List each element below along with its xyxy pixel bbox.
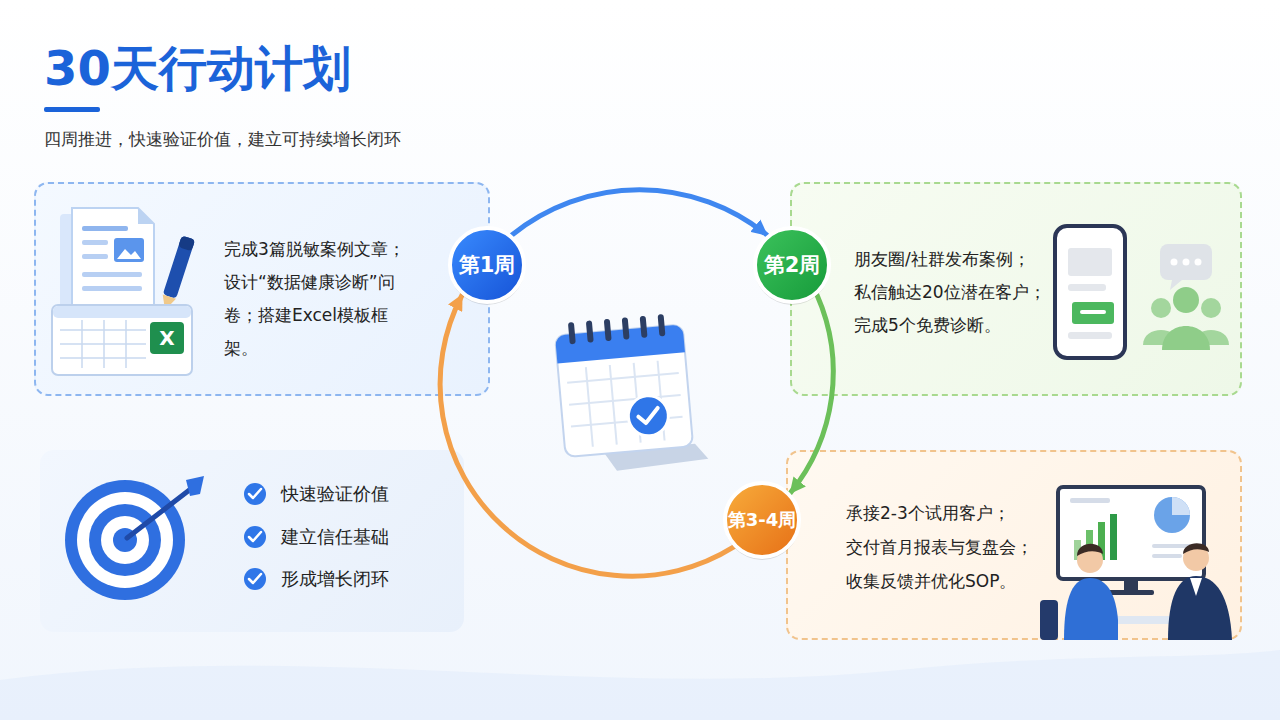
goal-panel: 快速验证价值建立信任基础形成增长闭环: [40, 450, 464, 632]
cycle-arrow: [512, 190, 767, 235]
calendar-icon-part: [569, 395, 681, 405]
calendar-icon-part: [622, 317, 630, 339]
title-underline: [44, 107, 100, 112]
excel-mark: X: [150, 322, 184, 354]
calendar-icon-part: [568, 322, 576, 344]
week-badge: 第1周: [448, 226, 526, 304]
task-text: 完成5个免费诊断。: [854, 309, 1001, 342]
task-text: 设计“数据健康诊断”问卷；搭建Excel模板框架。: [224, 266, 402, 365]
task-text: 收集反馈并优化SOP。: [846, 565, 1016, 598]
week-task-panel: 完成3篇脱敏案例文章；设计“数据健康诊断”问卷；搭建Excel模板框架。: [34, 182, 490, 396]
task-text: 完成3篇脱敏案例文章；: [224, 233, 424, 266]
background-wave: [0, 650, 1280, 720]
badge-label: 第2周: [753, 226, 831, 304]
goal-item: 形成增长闭环: [281, 567, 389, 591]
subtitle: 四周推进，快速验证价值，建立可持续增长闭环: [44, 127, 401, 151]
calendar-icon-part: [658, 361, 665, 441]
week-badge: 第3-4周: [723, 481, 801, 559]
calendar-icon-part: [638, 408, 659, 424]
week-task-panel: 承接2-3个试用客户；交付首月报表与复盘会；收集反馈并优化SOP。: [786, 450, 1242, 640]
title: 30天行动计划: [44, 38, 351, 98]
goal-item: 建立信任基础: [281, 525, 389, 549]
task-text: 交付首月报表与复盘会；: [846, 531, 1033, 564]
calendar-icon-part: [640, 316, 648, 338]
calendar-icon-part: [603, 443, 708, 472]
calendar-icon-part: [555, 324, 685, 363]
calendar-icon-part: [555, 324, 693, 457]
calendar-icon-part: [567, 373, 679, 383]
task-text: 朋友圈/社群发布案例；: [854, 243, 1030, 276]
task-text: 私信触达20位潜在客户；: [854, 276, 1046, 309]
week-task-panel: 朋友圈/社群发布案例；私信触达20位潜在客户；完成5个免费诊断。: [790, 182, 1242, 396]
calendar-icon-part: [586, 367, 593, 447]
calendar-icon-part: [586, 320, 594, 342]
calendar-icon-part: [604, 319, 612, 341]
calendar-icon-part: [627, 394, 670, 437]
goal-item: 快速验证价值: [281, 482, 389, 506]
calendar-icon-part: [634, 363, 641, 443]
week-badge: 第2周: [753, 226, 831, 304]
calendar-icon-part: [610, 365, 617, 445]
badge-label: 第3-4周: [723, 481, 801, 559]
task-text: 承接2-3个试用客户；: [846, 497, 1010, 530]
badge-label: 第1周: [448, 226, 526, 304]
calendar-icon: [554, 311, 709, 475]
calendar-icon-part: [658, 314, 666, 336]
calendar-icon-part: [571, 417, 683, 427]
